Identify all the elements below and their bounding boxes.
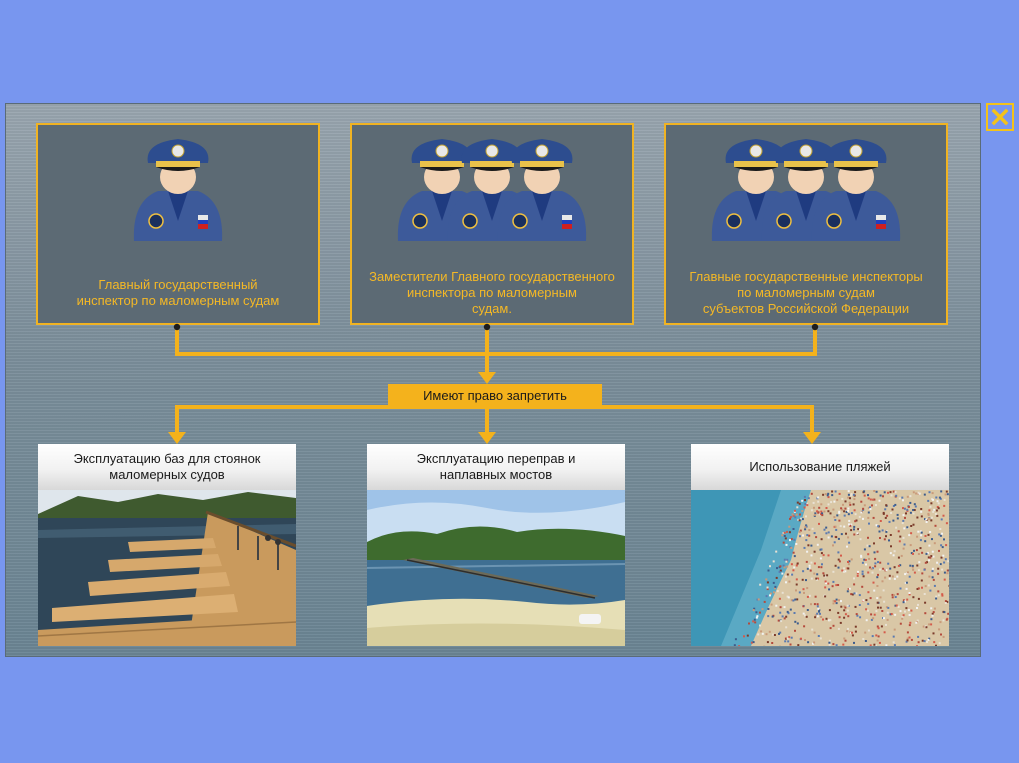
inspector-box-deputies: Заместители Главного государственного ин… xyxy=(350,123,634,325)
inspector-label: Заместители Главного государственного ин… xyxy=(369,269,615,316)
inspector-box-chief: Главный государственный инспектор по мал… xyxy=(36,123,320,325)
inspector-figures xyxy=(397,139,587,241)
inspector-label: Главные государственные инспекторы по ма… xyxy=(689,269,923,316)
inspector-icon xyxy=(497,139,587,241)
connector-dot xyxy=(173,323,181,331)
pier-photo xyxy=(38,490,296,646)
card-title: Использование пляжей xyxy=(691,444,949,490)
connector-dot xyxy=(811,323,819,331)
inspector-icon xyxy=(133,139,223,241)
connector-label: Имеют право запретить xyxy=(388,384,602,406)
arrow-head xyxy=(478,432,496,444)
card-title: Эксплуатацию переправ и наплавных мостов xyxy=(367,444,625,490)
beach-photo xyxy=(691,490,949,646)
arrow-head xyxy=(803,432,821,444)
close-button[interactable] xyxy=(986,103,1014,131)
inspector-icon xyxy=(811,139,901,241)
card-title: Эксплуатацию баз для стоянок маломерных … xyxy=(38,444,296,490)
inspector-label: Главный государственный инспектор по мал… xyxy=(76,277,280,308)
card-beach: Использование пляжей xyxy=(691,444,949,646)
card-bridge: Эксплуатацию переправ и наплавных мостов xyxy=(367,444,625,646)
pontoon-bridge-photo xyxy=(367,490,625,646)
close-icon xyxy=(991,108,1009,126)
inspector-figures xyxy=(133,139,223,241)
inspector-figures xyxy=(711,139,901,241)
arrow-head xyxy=(478,372,496,384)
arrow-head xyxy=(168,432,186,444)
card-pier: Эксплуатацию баз для стоянок маломерных … xyxy=(38,444,296,646)
connector-dot xyxy=(483,323,491,331)
inspector-box-regional: Главные государственные инспекторы по ма… xyxy=(664,123,948,325)
crowd-dots xyxy=(733,490,949,646)
